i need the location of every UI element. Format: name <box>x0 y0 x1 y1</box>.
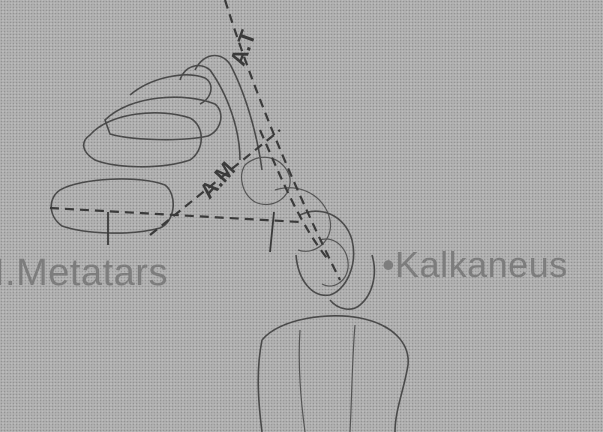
metatarsal-outline-2 <box>105 97 221 139</box>
upper-axis-annotation: A.T <box>225 26 261 68</box>
heel-outline <box>258 340 262 432</box>
calcaneus-outline <box>262 316 408 432</box>
cuboid-outline <box>320 239 348 286</box>
talus-outline <box>299 330 305 432</box>
phalanx-outline-2 <box>195 56 262 171</box>
mid-axis-annotation: A.M <box>195 157 241 204</box>
talus-outline-2 <box>350 325 355 432</box>
axis-tick-right <box>270 212 274 252</box>
metatarsal-outline-4 <box>51 179 173 233</box>
metatarsal-label: I.Metatars <box>0 252 168 295</box>
tarsal-outline-1 <box>242 157 291 204</box>
phalanx-outline-1 <box>180 66 240 160</box>
calcaneus-label: •Kalkaneus <box>382 244 568 286</box>
navicular-outline <box>296 211 354 295</box>
